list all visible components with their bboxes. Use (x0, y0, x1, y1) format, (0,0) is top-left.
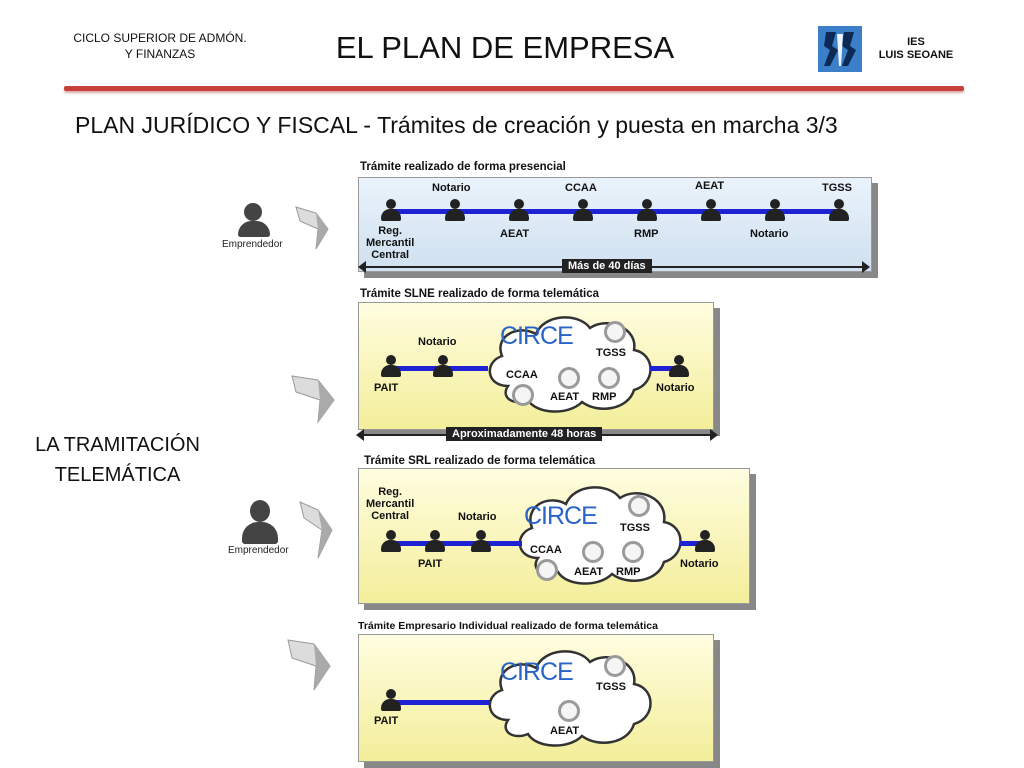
label-reg-line-2: Mercantil (366, 237, 415, 249)
course-line-2: Y FINANZAS (124, 47, 196, 61)
person-icon (424, 530, 446, 552)
person-icon (432, 355, 454, 377)
person-icon (380, 355, 402, 377)
label-notario: Notario (656, 382, 695, 394)
section-individual-title: Trámite Empresario Individual realizado … (358, 620, 658, 632)
arrow-icon (291, 375, 335, 424)
course-header: CICLO SUPERIOR DE ADMÓN. Y FINANZAS (40, 30, 280, 62)
label-ccaa: CCAA (565, 182, 597, 194)
label-aeat: AEAT (550, 391, 580, 403)
node-circle-icon (598, 367, 620, 389)
label-notario: Notario (432, 182, 471, 194)
person-icon (694, 530, 716, 552)
header-divider (64, 86, 964, 91)
label-aeat: AEAT (500, 228, 530, 240)
entrepreneur-figure-bottom (240, 500, 282, 546)
label-notario: Notario (750, 228, 789, 240)
person-icon (636, 199, 658, 221)
person-icon (668, 355, 690, 377)
label-ccaa: CCAA (506, 369, 538, 381)
process-line (392, 700, 490, 705)
section-srl-title: Trámite SRL realizado de forma telemátic… (364, 455, 596, 467)
label-tgss: TGSS (596, 681, 626, 693)
person-icon (764, 199, 786, 221)
person-icon (508, 199, 530, 221)
section-slne-title: Trámite SLNE realizado de forma telemáti… (360, 288, 600, 300)
process-line (392, 209, 842, 214)
arrow-icon (287, 639, 331, 691)
node-circle-icon (536, 559, 558, 581)
node-circle-icon (628, 495, 650, 517)
logo-text: IES LUIS SEOANE (868, 36, 964, 62)
circe-logo: CIRCE (524, 502, 598, 530)
label-rmp: RMP (634, 228, 659, 240)
school-logo: IES LUIS SEOANE (818, 26, 968, 74)
circe-logo: CIRCE (500, 322, 574, 350)
arrow-icon (295, 206, 329, 250)
process-line (392, 366, 442, 371)
label-rmp: RMP (616, 566, 641, 578)
person-icon (828, 199, 850, 221)
label-rmp: RMP (592, 391, 617, 403)
logo-line-2: LUIS SEOANE (878, 49, 954, 61)
label-tgss: TGSS (822, 182, 852, 194)
entrepreneur-figure-top (236, 203, 272, 237)
label-reg-line-3: Central (371, 249, 410, 261)
entrepreneur-caption-bottom: Emprendedor (228, 545, 289, 556)
process-line (392, 541, 522, 546)
page-title: EL PLAN DE EMPRESA (335, 30, 675, 65)
label-ccaa: CCAA (530, 544, 562, 556)
label-pait: PAIT (418, 558, 443, 570)
person-icon (700, 199, 722, 221)
node-circle-icon (558, 700, 580, 722)
process-line (680, 541, 704, 546)
circe-logo: CIRCE (500, 658, 574, 686)
label-aeat: AEAT (574, 566, 604, 578)
arrow-icon (299, 501, 333, 559)
process-line (650, 366, 678, 371)
person-icon (470, 530, 492, 552)
node-circle-icon (604, 321, 626, 343)
slide-subtitle: PLAN JURÍDICO Y FISCAL - Trámites de cre… (75, 112, 838, 138)
node-circle-icon (558, 367, 580, 389)
process-line (448, 366, 488, 371)
left-label-line-2: TELEMÁTICA (54, 464, 181, 486)
person-icon (380, 689, 402, 711)
course-line-1: CICLO SUPERIOR DE ADMÓN. (73, 31, 247, 45)
label-reg-line-1: Reg. (378, 225, 403, 237)
node-circle-icon (582, 541, 604, 563)
node-circle-icon (512, 384, 534, 406)
label-aeat: AEAT (550, 725, 580, 737)
label-reg-line-1: Reg. (378, 486, 403, 498)
label-aeat: AEAT (695, 180, 725, 192)
label-pait: PAIT (374, 715, 399, 727)
panel-presencial (358, 177, 872, 272)
label-notario: Notario (418, 336, 457, 348)
label-tgss: TGSS (596, 347, 626, 359)
label-reg-line-3: Central (371, 510, 410, 522)
logo-mark-icon (818, 26, 862, 72)
label-notario: Notario (680, 558, 719, 570)
left-label-line-1: LA TRAMITACIÓN (35, 434, 200, 456)
person-icon (444, 199, 466, 221)
person-icon (380, 530, 402, 552)
node-circle-icon (622, 541, 644, 563)
label-reg-line-2: Mercantil (366, 498, 415, 510)
entrepreneur-caption-top: Emprendedor (222, 239, 283, 250)
duration-slne: Aproximadamente 48 horas (446, 427, 603, 441)
person-icon (572, 199, 594, 221)
label-tgss: TGSS (620, 522, 650, 534)
label-pait: PAIT (374, 382, 399, 394)
left-label: LA TRAMITACIÓN TELEMÁTICA (20, 430, 215, 490)
label-reg-mercantil: Reg. Mercantil Central (366, 225, 414, 261)
section-presencial-title: Trámite realizado de forma presencial (360, 161, 566, 173)
person-icon (380, 199, 402, 221)
logo-line-1: IES (907, 36, 925, 48)
duration-presencial: Más de 40 días (562, 259, 652, 273)
label-reg-mercantil: Reg. Mercantil Central (366, 486, 414, 522)
node-circle-icon (604, 655, 626, 677)
label-notario: Notario (458, 511, 497, 523)
